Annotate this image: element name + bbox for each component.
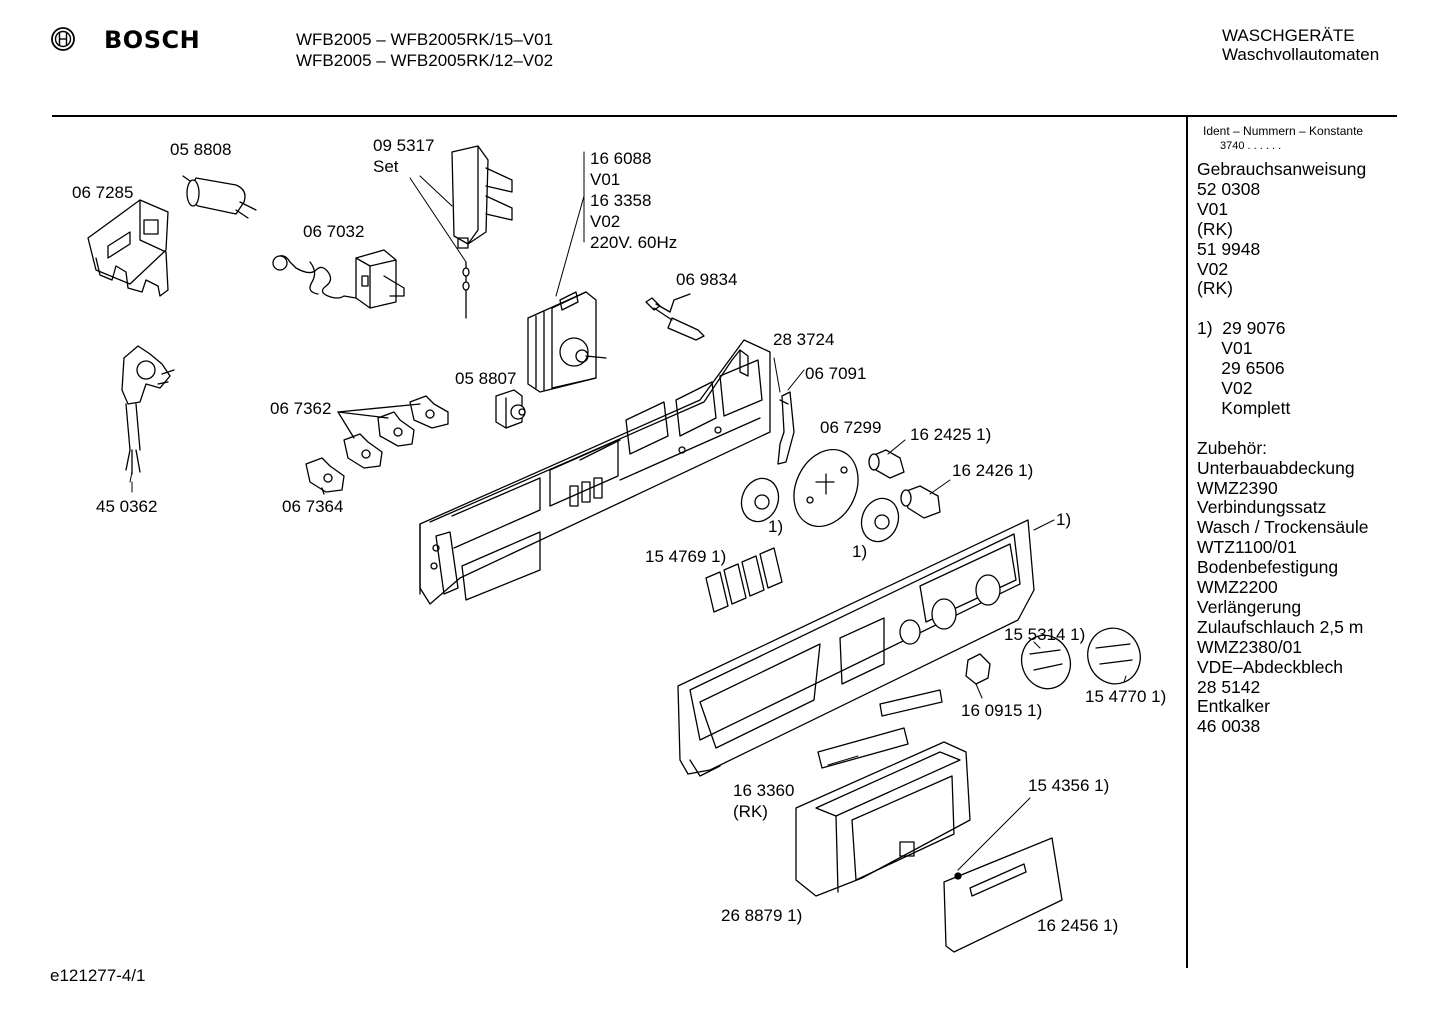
- control-frame-part: [419, 339, 771, 605]
- parts-note-line: 51 9948: [1197, 238, 1261, 259]
- callout-067091: 06 7091: [805, 364, 867, 383]
- parts-note-line: 52 0308: [1197, 178, 1261, 199]
- callout-154356: 15 4356 1): [1028, 776, 1110, 795]
- brand-logo: BOSCH: [50, 26, 220, 56]
- callout-163360-rk: (RK): [733, 802, 768, 821]
- parts-note-line: V01: [1197, 338, 1253, 359]
- shaft-parts: [868, 449, 941, 519]
- parts-note-line: 29 6506: [1197, 358, 1285, 379]
- callout-166088: 16 6088: [590, 149, 652, 168]
- parts-note-line: Zubehör:: [1197, 437, 1268, 458]
- coupler-parts: [740, 477, 900, 543]
- brand-name: BOSCH: [104, 26, 201, 54]
- thermostat-part: [272, 249, 405, 309]
- callout-067364: 06 7364: [282, 497, 344, 516]
- parts-note-line: [1197, 299, 1369, 319]
- parts-note-line: VDE–Abdeckblech: [1197, 656, 1343, 677]
- callout-footnote-coupler-right: 1): [852, 542, 868, 561]
- callout-163358-version: V02: [590, 212, 621, 231]
- parts-note-line: Verbindungssatz: [1197, 497, 1327, 518]
- potentiometer-part: [495, 389, 526, 429]
- parts-note-line: 28 5142: [1197, 676, 1261, 697]
- parts-note-line: (RK): [1197, 218, 1233, 239]
- strip-parts: [817, 689, 943, 769]
- ident-value: 3740 . . . . . .: [1220, 140, 1282, 152]
- parts-note-line: Verlängerung: [1197, 596, 1302, 617]
- sensor-part: [645, 293, 705, 341]
- sidebar-divider: [1186, 116, 1188, 968]
- ident-label: Ident – Nummern – Konstante: [1203, 124, 1364, 138]
- callout-095317-set: Set: [373, 157, 399, 176]
- callout-162425: 16 2425 1): [910, 425, 992, 444]
- callout-154770: 15 4770 1): [1085, 687, 1167, 706]
- valve-set-part: [451, 145, 513, 319]
- callout-162456: 16 2456 1): [1037, 916, 1119, 935]
- callout-footnote-coupler-left: 1): [768, 517, 784, 536]
- callout-163360: 16 3360: [733, 781, 795, 800]
- parts-note-line: Gebrauchsanweisung: [1197, 159, 1367, 179]
- detergent-drawer-part: [795, 741, 971, 897]
- callout-163358-voltage: 220V. 60Hz: [590, 233, 678, 252]
- callout-058808: 05 8808: [170, 140, 232, 159]
- parts-note-line: V02: [1197, 258, 1229, 279]
- bosch-armature-icon: [51, 27, 75, 51]
- callout-166088-version: V01: [590, 170, 621, 189]
- callout-283724: 28 3724: [773, 330, 835, 349]
- model-line-2: WFB2005 – WFB2005RK/12–V02: [296, 51, 554, 70]
- cam-disc-part: [793, 448, 859, 528]
- parts-note-line: V02: [1197, 377, 1253, 398]
- callout-095317: 09 5317: [373, 136, 435, 155]
- parts-note-line: WMZ2200: [1197, 577, 1278, 598]
- knob-parts: [965, 627, 1141, 690]
- callout-058807: 05 8807: [455, 369, 517, 388]
- mains-plug-part: [121, 345, 175, 475]
- clip-part: [777, 391, 795, 465]
- callout-160915: 16 0915 1): [961, 701, 1043, 720]
- parts-note-line: (RK): [1197, 278, 1233, 299]
- callout-067299: 06 7299: [820, 418, 882, 437]
- front-panel-part: [677, 519, 1035, 777]
- diagram-code: e121277-4/1: [50, 966, 146, 985]
- callout-268879: 26 8879 1): [721, 906, 803, 925]
- model-line-1: WFB2005 – WFB2005RK/15–V01: [296, 30, 554, 49]
- callout-450362: 45 0362: [96, 497, 158, 516]
- bracket-part: [87, 199, 169, 297]
- callout-footnote-panel: 1): [1056, 510, 1072, 529]
- switch-parts: [305, 395, 449, 495]
- callout-069834: 06 9834: [676, 270, 738, 289]
- parts-note-line: 46 0038: [1197, 716, 1261, 737]
- callout-067362: 06 7362: [270, 399, 332, 418]
- parts-note-line: WMZ2380/01: [1197, 636, 1303, 657]
- timer-part: [527, 291, 607, 393]
- callout-155314: 15 5314 1): [1004, 625, 1086, 644]
- category-subtitle: Waschvollautomaten: [1222, 45, 1380, 64]
- exploded-view-drawing: [87, 145, 1141, 953]
- parts-note-line: WTZ1100/01: [1197, 537, 1297, 558]
- parts-note-line: 1) 29 9076: [1197, 318, 1286, 339]
- category-title: WASCHGERÄTE: [1222, 26, 1355, 45]
- parts-note-line: WMZ2390: [1197, 477, 1278, 498]
- callout-067032: 06 7032: [303, 222, 365, 241]
- push-buttons-part: [705, 547, 783, 613]
- leader-lines: [129, 151, 1127, 871]
- parts-note-line: Zulaufschlauch 2,5 m: [1197, 616, 1364, 637]
- callout-067285: 06 7285: [72, 183, 134, 202]
- header-divider: [52, 115, 1397, 117]
- callout-163358: 16 3358: [590, 191, 652, 210]
- parts-note-line: Wasch / Trockensäule: [1197, 517, 1369, 538]
- parts-note-line: V01: [1197, 198, 1229, 219]
- parts-note-line: Komplett: [1197, 397, 1291, 418]
- capacitor-part: [182, 175, 257, 219]
- callout-162426: 16 2426 1): [952, 461, 1034, 480]
- callout-154769: 15 4769 1): [645, 547, 727, 566]
- drawer-handle-part: [943, 837, 1063, 953]
- parts-note-line: Unterbauabdeckung: [1197, 457, 1355, 478]
- parts-note-line: Bodenbefestigung: [1197, 557, 1339, 578]
- parts-note-line: Entkalker: [1197, 696, 1270, 717]
- parts-note-line: [1197, 419, 1369, 439]
